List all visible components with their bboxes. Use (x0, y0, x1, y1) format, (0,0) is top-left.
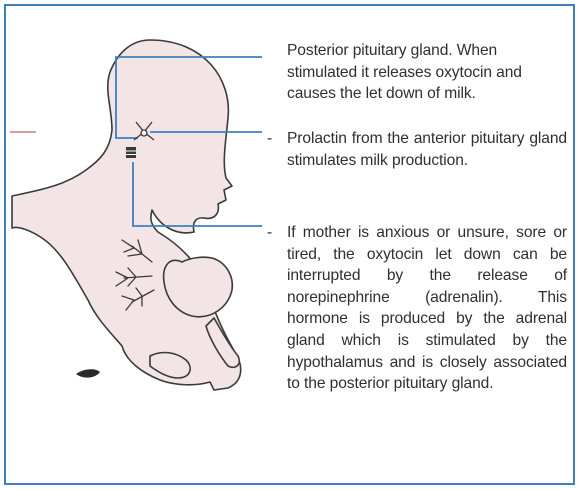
prolactin-text: Prolactin from the anterior pituitary gl… (267, 128, 567, 171)
posterior-pituitary-text: Posterior pituitary gland. When stimulat… (287, 40, 567, 105)
ink-smudge (76, 369, 100, 377)
mother-silhouette (12, 40, 241, 390)
stress-bullet: - (267, 222, 272, 244)
stress-text: If mother is anxious or unsure, sore or … (267, 222, 567, 395)
mother-breastfeeding-illustration (12, 40, 241, 390)
posterior-pituitary-annotation: Posterior pituitary gland. When stimulat… (287, 40, 567, 105)
stress-annotation: - If mother is anxious or unsure, sore o… (267, 222, 567, 395)
prolactin-annotation: - Prolactin from the anterior pituitary … (267, 128, 567, 171)
prolactin-bullet: - (267, 128, 272, 150)
adrenal-gland-marker-icon (126, 147, 136, 158)
